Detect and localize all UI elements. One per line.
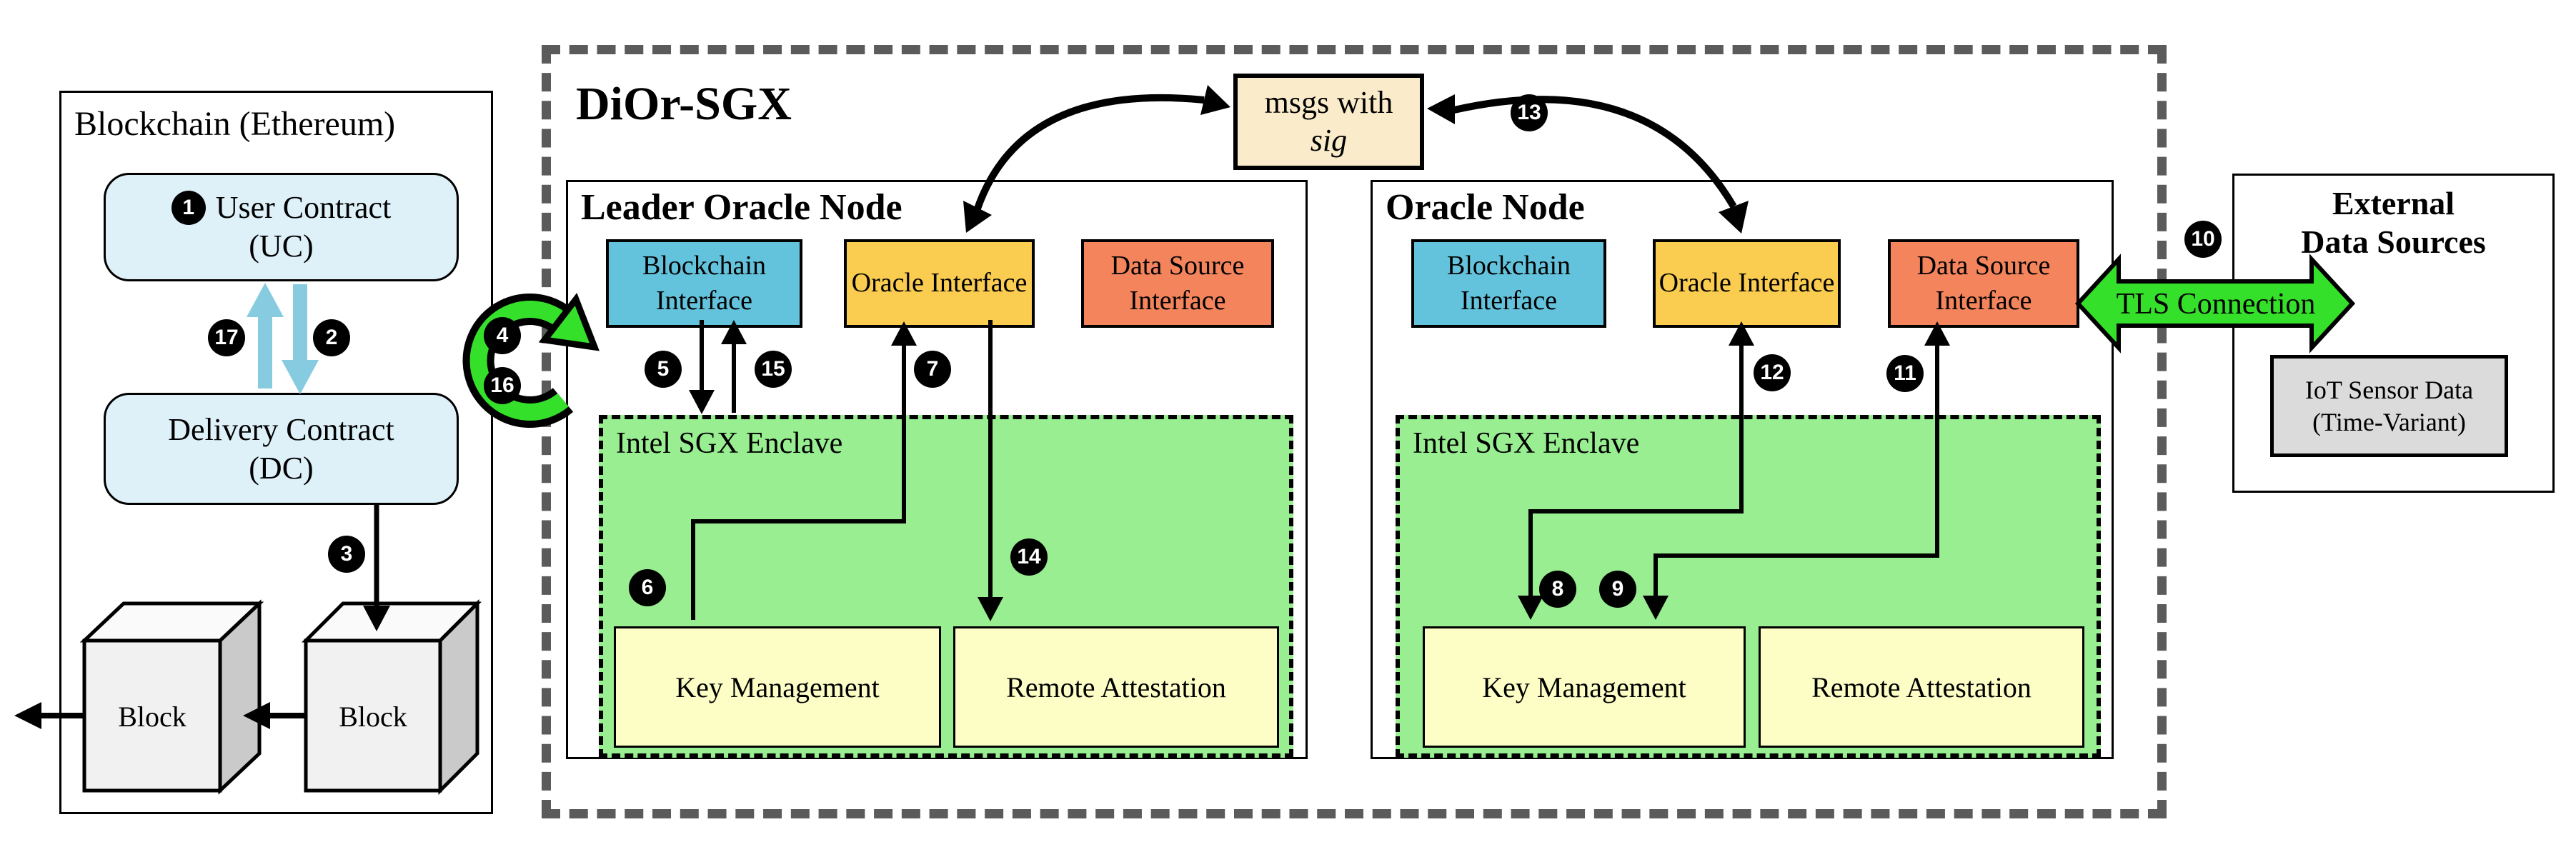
oracle-node-enclave-title: Intel SGX Enclave xyxy=(1413,427,1640,460)
oracle-node-oracle-interface: Oracle Interface xyxy=(1653,239,1841,328)
tls-connection-label: TLS Connection xyxy=(2116,288,2316,321)
step-badge-7: 7 xyxy=(914,351,951,388)
user-contract-box: 1 User Contract (UC) xyxy=(104,173,459,281)
leader-enclave-title: Intel SGX Enclave xyxy=(616,427,843,460)
leader-blockchain-interface: Blockchain Interface xyxy=(606,239,802,328)
msgs-line1: msgs with xyxy=(1264,84,1393,120)
step-badge-13: 13 xyxy=(1511,94,1548,131)
oracle-node-sgx-enclave: Intel SGX Enclave Key Management Remote … xyxy=(1396,415,2101,758)
dior-sgx-container xyxy=(542,45,2167,818)
step-badge-2: 2 xyxy=(313,319,350,356)
step-badge-14: 14 xyxy=(1010,538,1048,576)
step-badge-17: 17 xyxy=(208,319,245,356)
oracle-node-key-management: Key Management xyxy=(1423,626,1746,748)
leader-key-management: Key Management xyxy=(614,626,941,748)
step-badge-5: 5 xyxy=(645,351,682,388)
delivery-contract-label: Delivery Contract xyxy=(168,411,394,447)
step-badge-8: 8 xyxy=(1539,571,1576,608)
dior-sgx-title: DiOr-SGX xyxy=(576,78,792,130)
leader-oracle-node: Leader Oracle Node Blockchain Interface … xyxy=(566,180,1308,759)
oracle-node-blockchain-interface: Blockchain Interface xyxy=(1411,239,1606,328)
block-left-label: Block xyxy=(118,701,187,733)
step-badge-15: 15 xyxy=(755,351,792,388)
delivery-contract-abbrev: (DC) xyxy=(249,450,314,486)
oracle-node-title: Oracle Node xyxy=(1386,187,1585,228)
oracle-node-data-source-interface: Data Source Interface xyxy=(1888,239,2079,328)
iot-sensor-data-box: IoT Sensor Data (Time-Variant) xyxy=(2270,355,2508,457)
delivery-contract-box: Delivery Contract (DC) xyxy=(104,393,459,505)
msgs-with-sig-box: msgs with sig xyxy=(1233,74,1424,170)
step-badge-6: 6 xyxy=(629,569,666,606)
external-data-sources-title: External Data Sources xyxy=(2301,185,2486,261)
msgs-line2-sig: sig xyxy=(1310,122,1348,158)
blockchain-panel-title: Blockchain (Ethereum) xyxy=(74,105,396,143)
step-badge-12: 12 xyxy=(1754,354,1791,391)
oracle-node: Oracle Node Blockchain Interface Oracle … xyxy=(1371,180,2114,759)
step-badge-1: 1 xyxy=(171,191,206,226)
user-contract-abbrev: (UC) xyxy=(249,229,314,264)
oracle-node-remote-attestation: Remote Attestation xyxy=(1759,626,2084,748)
leader-sgx-enclave: Intel SGX Enclave Key Management Remote … xyxy=(599,415,1293,758)
leader-oracle-node-title: Leader Oracle Node xyxy=(581,187,902,228)
step-badge-9: 9 xyxy=(1599,571,1636,608)
user-contract-label: User Contract xyxy=(215,190,392,226)
step-badge-4: 4 xyxy=(484,317,521,354)
leader-data-source-interface: Data Source Interface xyxy=(1081,239,1274,328)
step-badge-3: 3 xyxy=(328,536,365,573)
block-right-label: Block xyxy=(339,701,407,733)
step-badge-16: 16 xyxy=(484,367,521,404)
leader-oracle-interface: Oracle Interface xyxy=(844,239,1035,328)
leader-remote-attestation: Remote Attestation xyxy=(953,626,1279,748)
step-badge-10: 10 xyxy=(2184,221,2222,258)
step-badge-11: 11 xyxy=(1886,355,1924,392)
